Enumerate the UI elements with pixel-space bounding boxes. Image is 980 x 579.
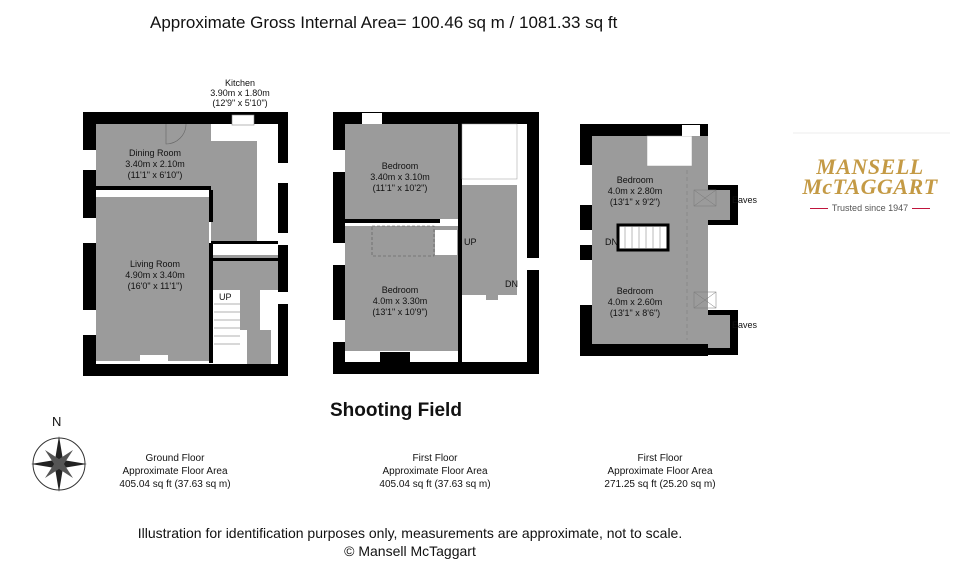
stair-down-label: DN bbox=[505, 279, 518, 289]
room-metric: 3.40m x 3.10m bbox=[370, 172, 430, 182]
gross-internal-area-title: Approximate Gross Internal Area= 100.46 … bbox=[150, 13, 618, 32]
compass-north-label: N bbox=[52, 414, 62, 429]
room-metric: 4.0m x 2.80m bbox=[607, 186, 663, 196]
logo-tagline: Trusted since 1947 bbox=[790, 203, 950, 213]
disclaimer: Illustration for identification purposes… bbox=[137, 525, 683, 541]
room-metric: 4.0m x 2.60m bbox=[607, 297, 663, 307]
room-imperial: (11'1" x 6'10") bbox=[127, 170, 183, 180]
room-imperial: (13'1" x 10'9") bbox=[372, 307, 428, 317]
room-name: Bedroom bbox=[616, 175, 654, 185]
room-imperial: (13'1" x 9'2") bbox=[609, 197, 661, 207]
room-name: Bedroom bbox=[381, 285, 419, 295]
room-name: Kitchen bbox=[224, 78, 256, 88]
shower-room-area bbox=[646, 135, 693, 167]
room-name: Bedroom bbox=[381, 161, 419, 171]
ground-floor-plan bbox=[83, 112, 288, 376]
bedroom-1-area bbox=[345, 124, 460, 219]
room-imperial: (16'0" x 11'1") bbox=[127, 281, 183, 291]
room-name: Living Room bbox=[129, 259, 181, 269]
room-metric: 3.90m x 1.80m bbox=[210, 88, 270, 98]
room-name: Bedroom bbox=[616, 286, 654, 296]
eaves-label: Eaves bbox=[732, 195, 758, 205]
first-floor-plan bbox=[333, 112, 539, 374]
property-name: Shooting Field bbox=[330, 400, 462, 421]
stair-up-label: UP bbox=[464, 237, 477, 247]
dining-room-area bbox=[96, 124, 211, 186]
copyright: © Mansell McTaggart bbox=[344, 543, 476, 559]
compass-rose-icon bbox=[31, 436, 87, 492]
second-floor-plan bbox=[580, 124, 738, 356]
living-room-area bbox=[96, 197, 209, 361]
bathroom-area bbox=[461, 123, 518, 180]
room-imperial: (12'9" x 5'10") bbox=[212, 98, 268, 108]
room-imperial: (13'1" x 8'6") bbox=[609, 308, 661, 318]
stair-label: DN bbox=[605, 237, 618, 247]
room-name: Dining Room bbox=[128, 148, 182, 158]
eaves-label: Eaves bbox=[732, 320, 758, 330]
room-imperial: (11'1" x 10'2") bbox=[372, 183, 428, 193]
staircase bbox=[616, 223, 670, 252]
stair-label: UP bbox=[219, 292, 232, 302]
room-metric: 3.40m x 2.10m bbox=[125, 159, 185, 169]
room-metric: 4.0m x 3.30m bbox=[372, 296, 428, 306]
room-metric: 4.90m x 3.40m bbox=[125, 270, 185, 280]
kitchen-area bbox=[211, 141, 257, 241]
